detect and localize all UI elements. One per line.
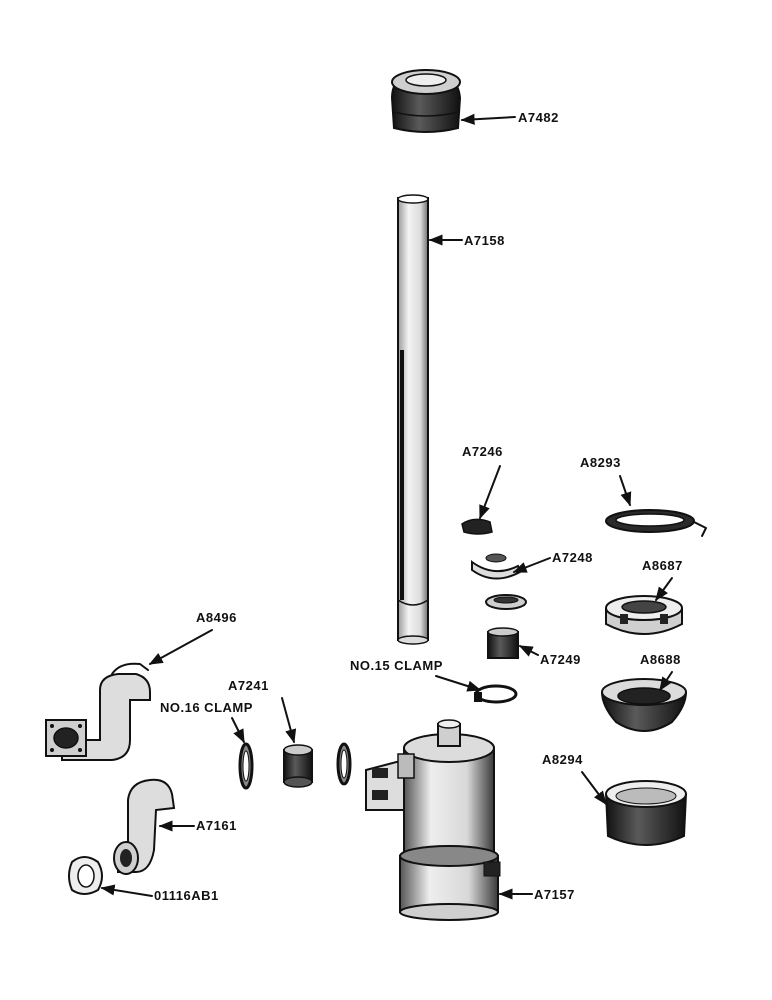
label-a7241: A7241 bbox=[228, 678, 269, 693]
a7248-callout: A7248 bbox=[512, 550, 593, 573]
a7249-part bbox=[487, 627, 519, 659]
a7161-callout: A7161 bbox=[158, 818, 237, 833]
small-ring-part bbox=[485, 594, 527, 610]
pipe-callout: A7158 bbox=[428, 233, 505, 248]
label-a7161: A7161 bbox=[196, 818, 237, 833]
a7246-part bbox=[461, 518, 493, 535]
a8293-callout: A8293 bbox=[580, 455, 632, 507]
no16-callout: NO.16 CLAMP bbox=[160, 700, 253, 744]
label-a7249: A7249 bbox=[540, 652, 581, 667]
label-a8294: A8294 bbox=[542, 752, 583, 767]
a7157-part bbox=[365, 719, 501, 921]
a7161-part bbox=[113, 778, 176, 875]
label-a8687: A8687 bbox=[642, 558, 683, 573]
a8687-callout: A8687 bbox=[642, 558, 683, 602]
right-clamp-ring bbox=[336, 742, 352, 786]
a7246-callout: A7246 bbox=[462, 444, 503, 520]
a8293-part bbox=[605, 509, 707, 537]
gasket-01116ab1-part bbox=[68, 856, 103, 895]
a8294-callout: A8294 bbox=[542, 752, 607, 806]
a7241-part bbox=[283, 744, 313, 788]
a8496-part bbox=[45, 662, 151, 761]
cap-callout: A7482 bbox=[460, 110, 559, 125]
label-a7482: A7482 bbox=[518, 110, 559, 125]
pipe-part bbox=[397, 194, 429, 645]
label-a7248: A7248 bbox=[552, 550, 593, 565]
no15-clamp-part bbox=[474, 684, 518, 704]
a8496-callout: A8496 bbox=[148, 610, 237, 665]
label-no15-clamp: NO.15 CLAMP bbox=[350, 658, 443, 673]
a8687-part bbox=[605, 595, 683, 635]
a7157-callout: A7157 bbox=[498, 887, 575, 902]
label-a8496: A8496 bbox=[196, 610, 237, 625]
a7249-callout: A7249 bbox=[518, 645, 581, 667]
label-a7246: A7246 bbox=[462, 444, 503, 459]
label-a8688: A8688 bbox=[640, 652, 681, 667]
label-01116ab1: 01116AB1 bbox=[154, 888, 219, 903]
gasket-callout: 01116AB1 bbox=[100, 884, 219, 903]
a8294-part bbox=[605, 780, 687, 846]
label-a7158: A7158 bbox=[464, 233, 505, 248]
a7248-part bbox=[471, 553, 522, 580]
cap-part bbox=[390, 68, 462, 133]
label-no16-clamp: NO.16 CLAMP bbox=[160, 700, 253, 715]
a8688-callout: A8688 bbox=[640, 652, 681, 692]
label-a8293: A8293 bbox=[580, 455, 621, 470]
no16-clamp-part bbox=[238, 742, 254, 790]
a7241-callout: A7241 bbox=[228, 678, 297, 744]
a8688-part bbox=[601, 678, 687, 732]
label-a7157: A7157 bbox=[534, 887, 575, 902]
no15-callout: NO.15 CLAMP bbox=[350, 658, 482, 692]
